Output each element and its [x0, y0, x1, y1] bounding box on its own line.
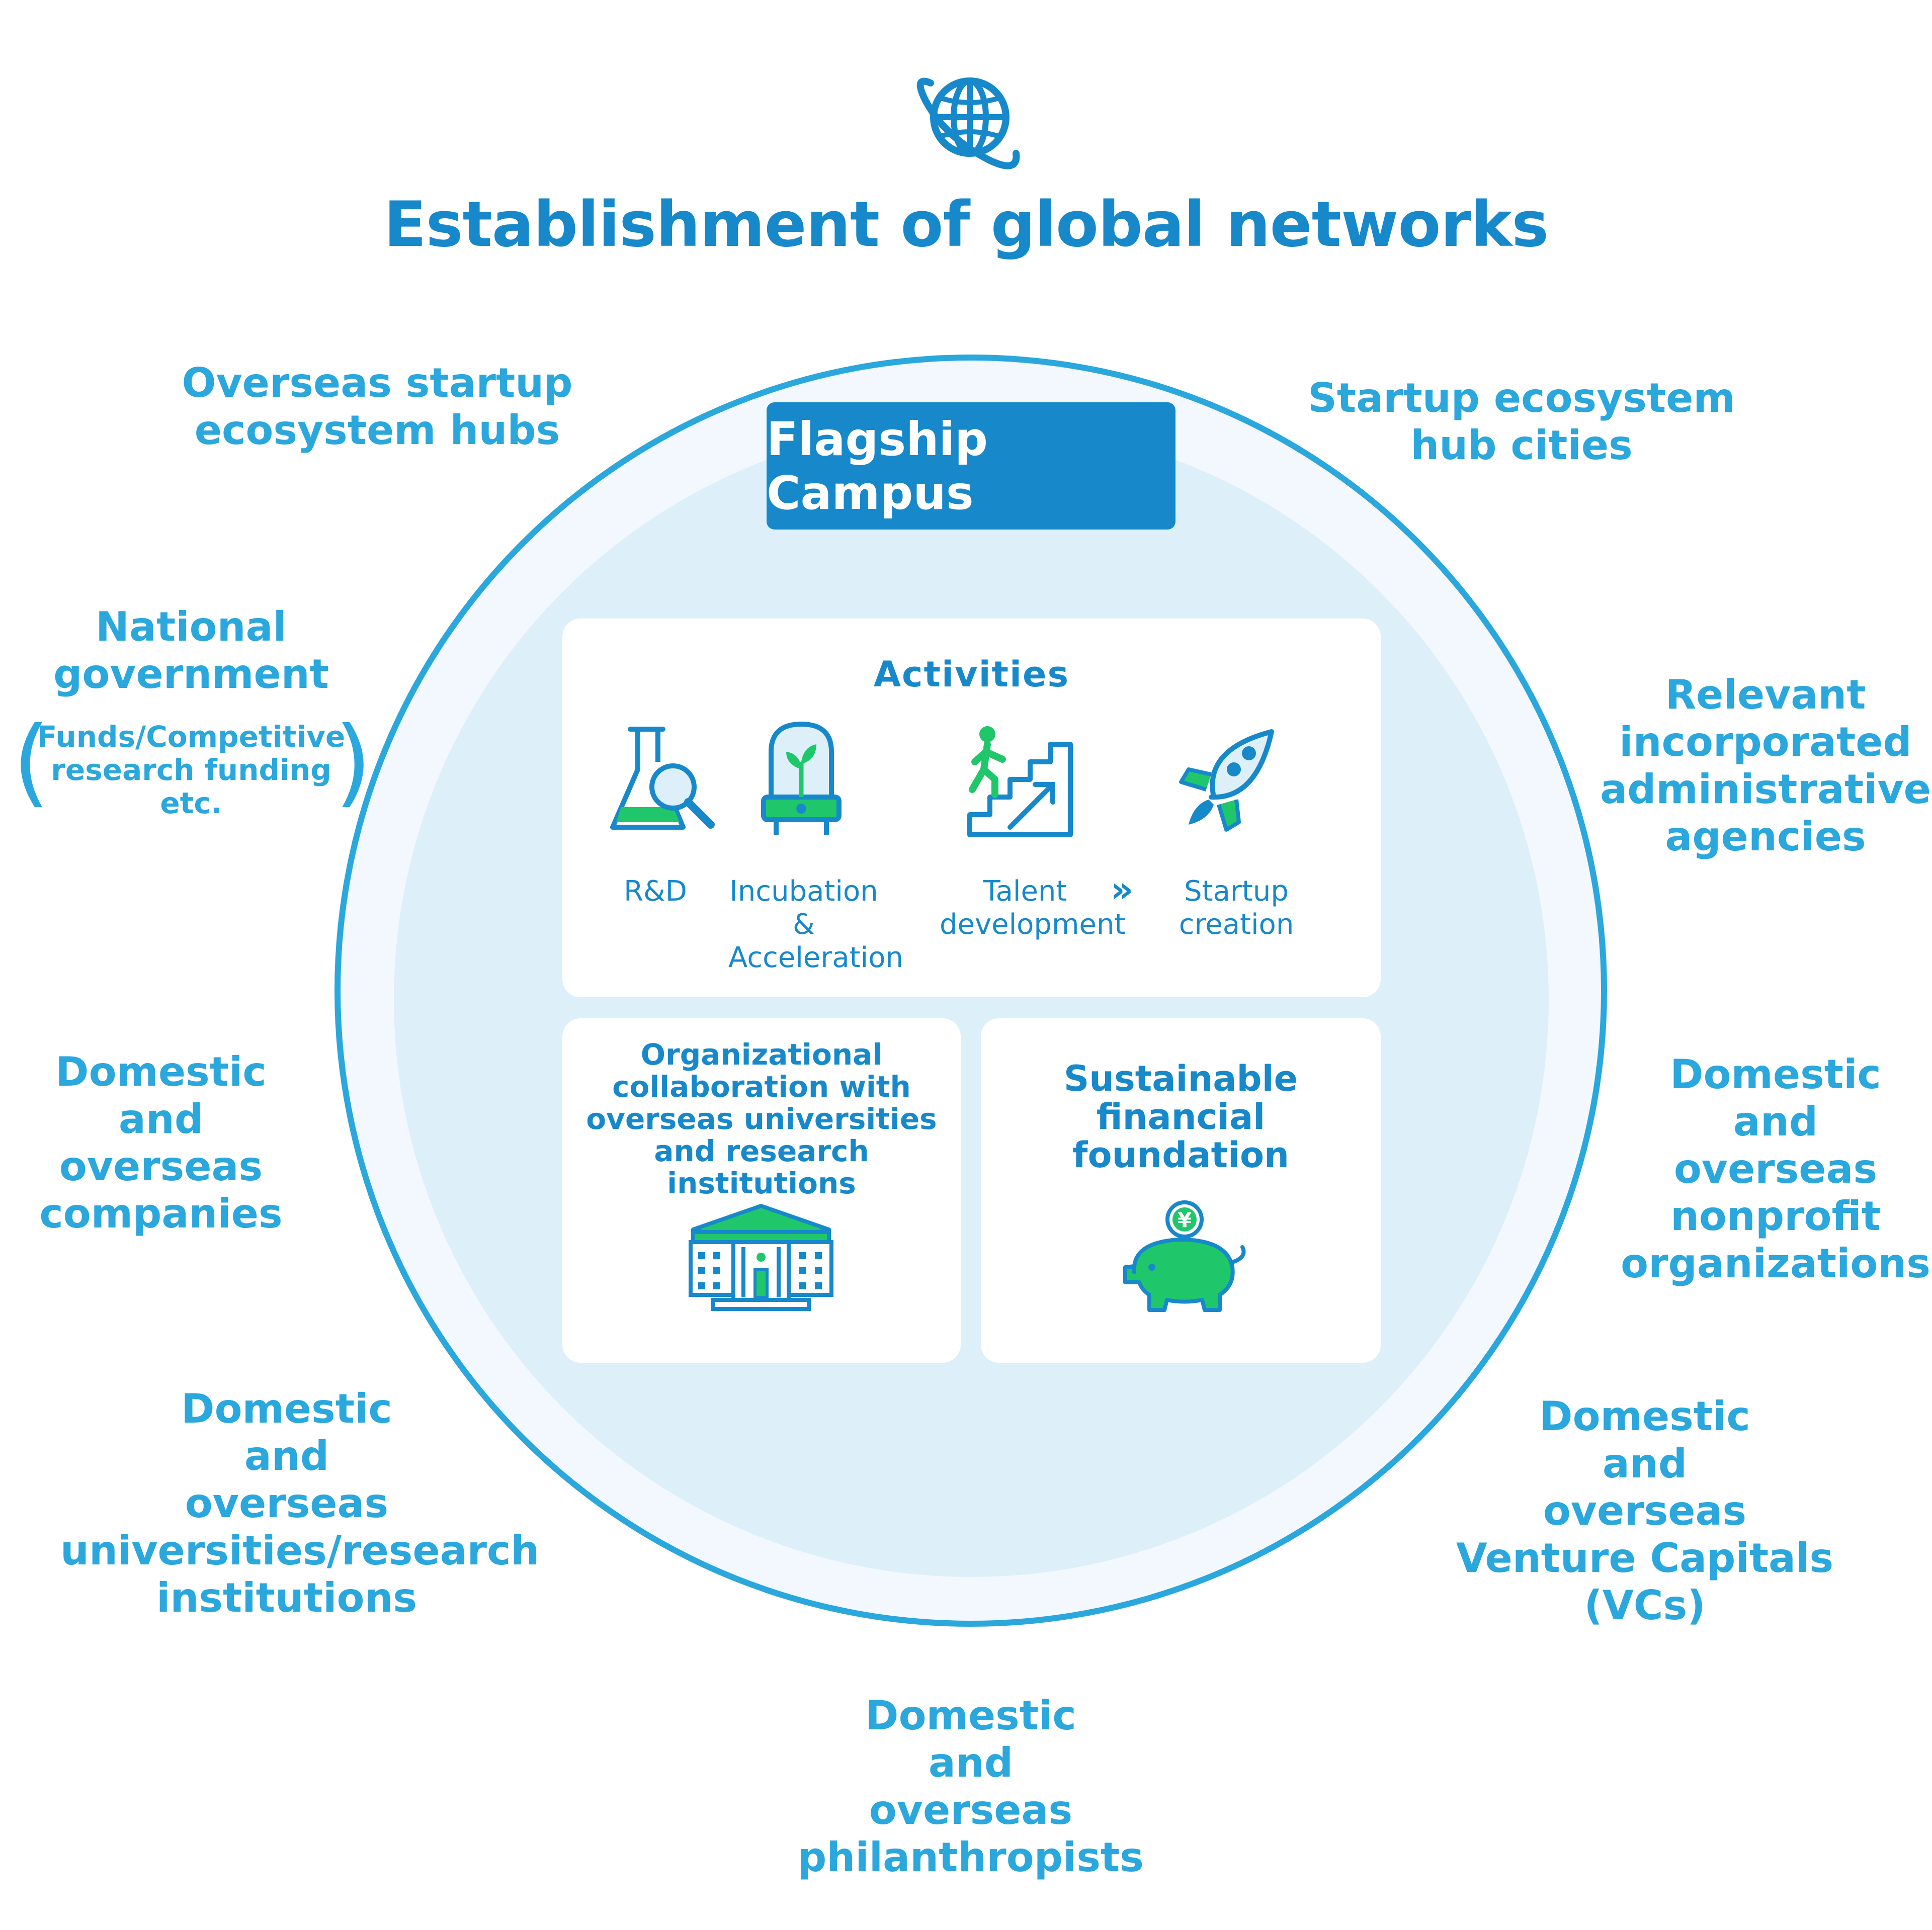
collaboration-title: Organizational collaboration with overse… — [586, 1037, 937, 1200]
label-nonprofits: Domestic and overseas nonprofit organiza… — [1621, 1051, 1930, 1287]
rocket-icon — [1179, 729, 1274, 832]
financial-foundation-title: Sustainable financial foundation — [1063, 1058, 1298, 1176]
label-national-government-note: Funds/Competitive research funding etc. — [37, 720, 346, 820]
plant-incubator-icon — [761, 721, 842, 835]
yen-symbol: ¥ — [1178, 1209, 1192, 1232]
inner-campus-circle — [394, 422, 1549, 1577]
activity-label-incubation: Incubation & Acceleration — [728, 875, 903, 974]
financial-foundation-panel: Sustainable financial foundation ¥ — [981, 1018, 1381, 1363]
person-climbing-stairs-icon — [967, 726, 1073, 837]
label-national-government: National government — [53, 603, 329, 697]
activity-label-startup: Startup creation — [1179, 875, 1294, 941]
flagship-campus-box: Flagship Campus — [767, 402, 1175, 530]
label-agencies: Relevant incorporated administrative age… — [1600, 671, 1931, 860]
activity-label-talent: Talent development — [940, 875, 1126, 941]
activities-title: Activities — [873, 654, 1070, 695]
collaboration-panel: Organizational collaboration with overse… — [562, 1018, 961, 1363]
label-hub-cities: Startup ecosystem hub cities — [1308, 375, 1735, 469]
chevron-arrow-icon: » — [1111, 869, 1134, 910]
globe-icon — [916, 77, 1020, 169]
piggy-bank-icon: ¥ — [1123, 1200, 1246, 1312]
label-vcs: Domestic and overseas Venture Capitals (… — [1456, 1393, 1834, 1629]
label-overseas-hubs: Overseas startup ecosystem hubs — [182, 360, 573, 454]
paren-left: ( — [13, 706, 50, 817]
label-philanthropists: Domestic and overseas philanthropists — [798, 1692, 1144, 1881]
page-title: Establishment of global networks — [383, 189, 1549, 261]
activity-label-rd: R&D — [624, 875, 687, 908]
activities-panel: Activities R&D Incubation & Acceleration… — [562, 619, 1381, 997]
paren-right: ) — [334, 706, 372, 817]
label-universities: Domestic and overseas universities/resea… — [60, 1385, 540, 1621]
label-companies: Domestic and overseas companies — [39, 1048, 283, 1237]
flask-magnifier-icon — [610, 727, 715, 830]
university-building-icon — [689, 1204, 833, 1311]
